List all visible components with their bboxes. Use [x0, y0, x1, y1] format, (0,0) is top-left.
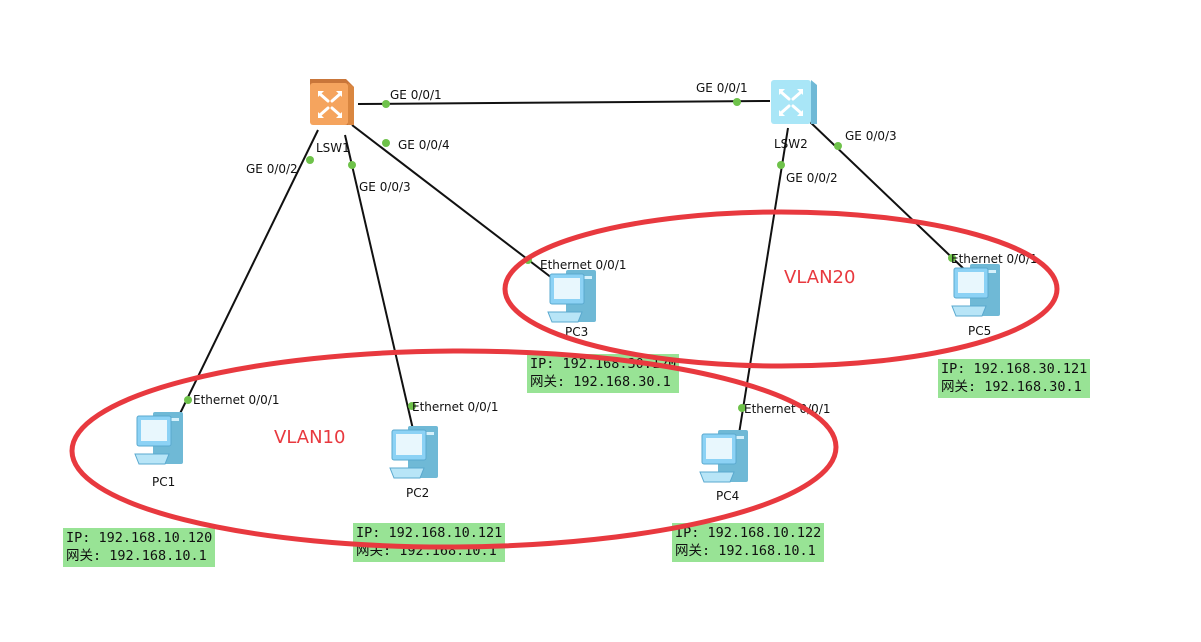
- pc-name-pc1: PC1: [152, 475, 176, 489]
- port-label: GE 0/0/4: [398, 138, 450, 152]
- pc-icon[interactable]: [699, 430, 748, 483]
- ip-address: IP: 192.168.30.121: [941, 361, 1088, 377]
- port-label: Ethernet 0/0/1: [744, 402, 831, 416]
- pc-name-pc4: PC4: [716, 489, 740, 503]
- pc-icon[interactable]: [951, 264, 1000, 317]
- port-dot: [382, 100, 390, 108]
- link-lsw1-pc3: [351, 124, 553, 279]
- port-dot: [184, 396, 192, 404]
- ip-label-pc4: IP: 192.168.10.122 网关: 192.168.10.1: [672, 523, 825, 562]
- port-dot: [733, 98, 741, 106]
- switch-name-lsw1: LSW1: [316, 141, 350, 155]
- port-label: Ethernet 0/0/1: [951, 252, 1037, 266]
- gateway-address: 网关: 192.168.10.1: [356, 543, 497, 559]
- gateway-address: 网关: 192.168.30.1: [941, 379, 1082, 395]
- port-dot: [834, 142, 842, 150]
- link-lsw1-lsw2: [357, 100, 771, 105]
- vlan10-label: VLAN10: [274, 427, 346, 448]
- ip-address: IP: 192.168.30.120: [530, 356, 677, 372]
- port-label: GE 0/0/1: [696, 81, 748, 95]
- switch-icon[interactable]: [771, 80, 817, 124]
- port-label: GE 0/0/2: [246, 162, 298, 176]
- gateway-address: 网关: 192.168.10.1: [66, 548, 207, 564]
- port-dot: [524, 256, 532, 264]
- port-label: Ethernet 0/0/1: [193, 393, 280, 407]
- port-dot: [777, 161, 785, 169]
- port-label: Ethernet 0/0/1: [412, 400, 499, 414]
- port-label: GE 0/0/3: [845, 129, 897, 143]
- port-label: GE 0/0/1: [390, 88, 442, 102]
- link-lsw2-pc4: [737, 127, 789, 441]
- port-label: Ethernet 0/0/1: [540, 258, 627, 272]
- gateway-address: 网关: 192.168.10.1: [675, 543, 816, 559]
- ip-address: IP: 192.168.10.120: [66, 530, 213, 546]
- switch-icon[interactable]: [310, 79, 354, 125]
- pc-name-pc5: PC5: [968, 324, 992, 338]
- port-label: GE 0/0/2: [786, 171, 838, 185]
- ip-address: IP: 192.168.10.121: [356, 525, 503, 541]
- port-dot: [382, 139, 390, 147]
- pc-name-pc2: PC2: [406, 486, 430, 500]
- ip-label-pc5: IP: 192.168.30.121 网关: 192.168.30.1: [938, 359, 1091, 398]
- ip-address: IP: 192.168.10.122: [675, 525, 822, 541]
- port-label: GE 0/0/3: [359, 180, 411, 194]
- port-dot: [348, 161, 356, 169]
- pc-icon[interactable]: [389, 426, 438, 479]
- ip-label-pc3: IP: 192.168.30.120 网关: 192.168.30.1: [527, 354, 680, 393]
- pc-name-pc3: PC3: [565, 325, 589, 339]
- gateway-address: 网关: 192.168.30.1: [530, 374, 671, 390]
- port-dot: [306, 156, 314, 164]
- ip-label-pc2: IP: 192.168.10.121 网关: 192.168.10.1: [353, 523, 506, 562]
- vlan20-label: VLAN20: [784, 267, 856, 288]
- ip-label-pc1: IP: 192.168.10.120 网关: 192.168.10.1: [63, 528, 216, 567]
- switch-name-lsw2: LSW2: [774, 137, 808, 151]
- pc-icon[interactable]: [134, 412, 183, 465]
- pc-icon[interactable]: [547, 270, 596, 323]
